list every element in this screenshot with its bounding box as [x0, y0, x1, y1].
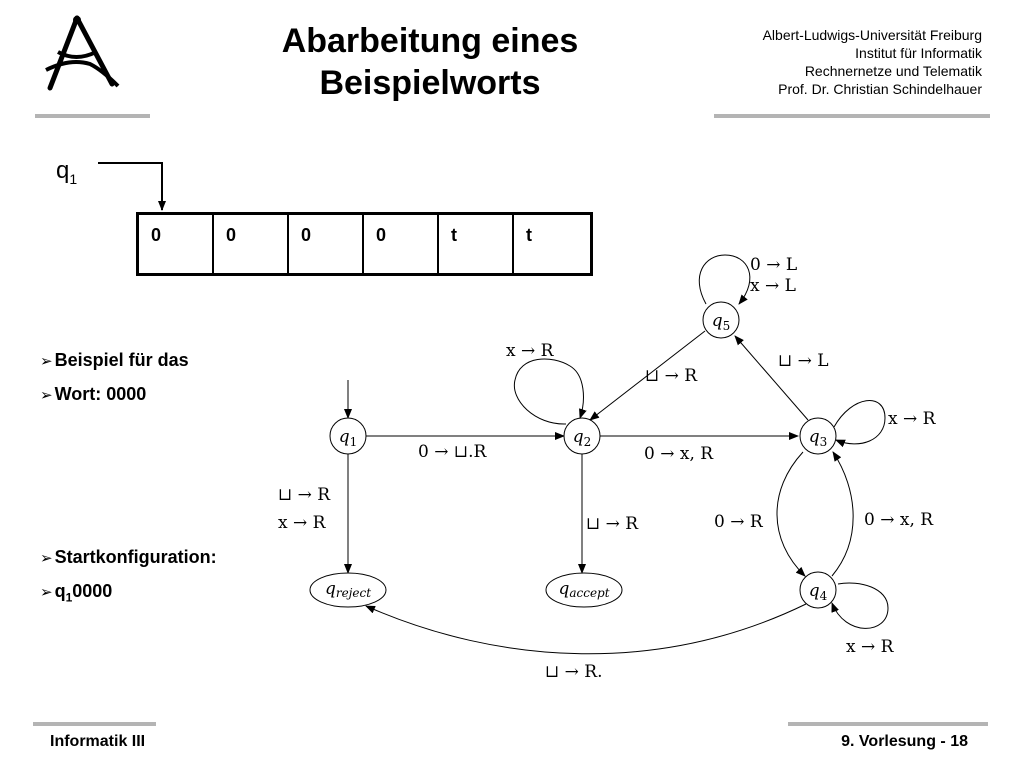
edge-q3-q4: [776, 451, 806, 577]
state-q1-label: q1: [339, 427, 358, 449]
state-q5-label: q5: [712, 311, 731, 333]
bullet-text: Beispiel für das: [54, 350, 189, 370]
institution-line: Prof. Dr. Christian Schindelhauer: [778, 81, 982, 97]
state-q2-label: q2: [573, 427, 592, 449]
loop-q2: [513, 358, 587, 425]
edge-q4-q3: [831, 451, 854, 577]
tape-cell: t: [526, 225, 532, 245]
state-q3-label: q3: [809, 427, 828, 449]
state-q1-node: [329, 417, 367, 455]
transition-label: x → R: [278, 513, 327, 533]
transition-label: 0 → x, R: [644, 444, 714, 464]
title-line-2: Beispielworts: [319, 64, 541, 102]
transition-label: x → L: [750, 276, 796, 296]
footer-rule-right: [788, 722, 988, 726]
edge-q5-q2: [589, 330, 706, 421]
institution-line: Rechnernetze und Telematik: [804, 63, 982, 79]
tape-head-state: q1: [56, 157, 77, 187]
transition-label: 0 → L: [750, 255, 797, 275]
transition-label: ⊔ → R: [645, 366, 698, 386]
tape-cell: 0: [214, 215, 289, 273]
footer-course: Informatik III: [50, 733, 146, 750]
transition-label: ⊔ → R.: [545, 662, 603, 682]
loop-q3: [833, 400, 886, 448]
transition-label: x → R: [888, 409, 937, 429]
state-reject-label: qreject: [325, 579, 371, 600]
state-accept-node: [545, 572, 623, 608]
transition-label: 0 → ⊔.R: [418, 442, 488, 462]
bullet-item: ➢Wort: 0000: [40, 384, 146, 405]
edge-q4-reject: [365, 603, 807, 655]
bullet-item: ➢Beispiel für das: [40, 350, 189, 371]
footer-rule-left: [33, 722, 156, 726]
bullet-word: 0000: [72, 581, 113, 601]
bullet-state: q: [54, 581, 66, 601]
transition-label: x → R: [506, 341, 555, 361]
transition-label: ⊔ → R: [586, 514, 639, 534]
state-q4-label: q4: [809, 581, 828, 603]
bullet-arrow-icon: ➢: [40, 550, 53, 567]
loop-q4: [831, 582, 889, 629]
transition-label: 0 → x, R: [864, 510, 934, 530]
university-logo-icon: [45, 15, 120, 91]
state-q4-node: [799, 571, 837, 609]
bullet-state-index: 1: [65, 590, 73, 605]
state-q3-node: [799, 417, 837, 455]
edge-q3-q5: [734, 335, 809, 421]
state-q5-node: [702, 301, 740, 339]
header-rule-right: [714, 114, 990, 118]
loop-q5: [698, 254, 751, 305]
bullet-arrow-icon: ➢: [40, 353, 53, 370]
transition-label: ⊔ → L: [778, 351, 829, 371]
head-state-letter: q: [56, 157, 70, 184]
bullet-item: ➢Startkonfiguration:: [40, 547, 217, 568]
bullet-item: ➢q10000: [40, 581, 112, 605]
institution-line: Albert-Ludwigs-Universität Freiburg: [762, 27, 982, 43]
bullet-text: Wort: 0000: [54, 384, 147, 404]
head-state-index: 1: [69, 170, 78, 187]
state-q2-node: [563, 417, 601, 455]
page-title: Abarbeitung eines Beispielworts: [240, 20, 620, 104]
institution-line: Institut für Informatik: [855, 45, 982, 61]
transition-label: x → R: [846, 637, 895, 657]
tape-cell: 0: [139, 215, 214, 273]
bullet-text: Startkonfiguration:: [54, 547, 217, 567]
bullet-arrow-icon: ➢: [40, 387, 53, 404]
bullet-arrow-icon: ➢: [40, 584, 53, 601]
state-reject-node: [309, 572, 387, 608]
tape-head-arrow: [98, 162, 166, 211]
header-rule-left: [35, 114, 150, 118]
tape-cell: 0: [364, 215, 439, 273]
tape: 0 0 0 0 t t: [136, 212, 593, 276]
institution-block: Albert-Ludwigs-Universität Freiburg Inst…: [763, 26, 982, 98]
title-line-1: Abarbeitung eines: [281, 22, 579, 60]
tape-cell: t: [439, 215, 514, 273]
state-accept-label: qaccept: [558, 579, 609, 600]
transition-label: 0 → R: [714, 512, 764, 532]
tape-cell: 0: [289, 215, 364, 273]
transition-label: ⊔ → R: [278, 485, 331, 505]
footer-slide-number: 9. Vorlesung - 18: [841, 733, 968, 750]
